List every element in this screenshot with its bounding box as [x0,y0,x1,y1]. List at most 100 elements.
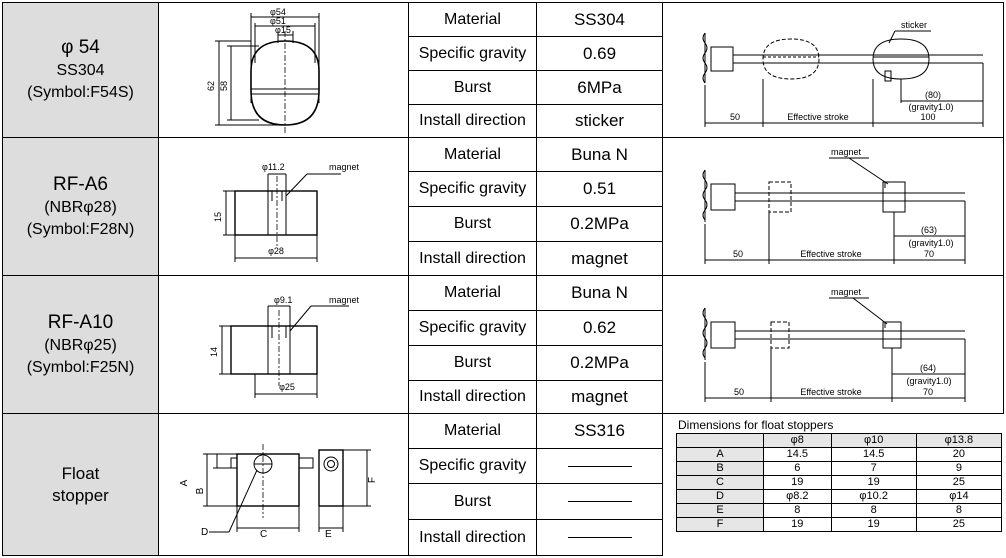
table-cell: 25 [915,475,1003,490]
label-material: Material [408,2,537,37]
float-symbol: (Symbol:F25N) [26,358,135,376]
row-label: D [676,489,764,504]
row-label: C [676,475,764,490]
dim-e-label: E [325,529,332,540]
value-install-direction: magnet [536,380,663,414]
install-effective-stroke: Effective stroke [800,249,861,259]
stopper-drawing-cell: A B C D E F [158,413,409,556]
dim-height: 15 [213,212,223,222]
float-name-cell: φ 54 SS304 (Symbol:F54S) [2,2,159,138]
value-material: SS316 [536,413,663,449]
value-install-direction: sticker [536,104,663,138]
dim-outer-diameter: φ54 [270,7,286,17]
table-cell: 25 [915,517,1003,532]
float-ball-drawing: φ54 φ51 φ15 62 58 [206,7,320,135]
row-label: B [676,461,764,476]
float-name: Float [61,463,100,483]
dim-hole-diameter: φ9.1 [274,295,292,305]
table-cell: φ8.2 [763,489,832,504]
float-material: SS304 [56,62,105,79]
table-cell: 8 [830,503,917,518]
label-install-direction: Install direction [408,380,537,414]
table-header: φ10 [830,433,917,448]
table-corner [676,433,764,448]
float-drawing-cell: φ54 φ51 φ15 62 58 [158,2,409,138]
install-gravity-note: (gravity1.0) [908,238,953,248]
install-gravity-note: (gravity1.0) [908,102,953,112]
install-gravity-note: (gravity1.0) [906,376,951,386]
label-specific-gravity: Specific gravity [408,171,537,207]
label-material: Material [408,413,537,449]
value-burst: 6MPa [536,70,663,105]
install-diagram-cell: magnet 50 Effective stroke 70 (64) (grav… [662,275,1004,414]
value-specific-gravity: 0.69 [536,36,663,71]
value-burst: 0.2MPa [536,206,663,242]
dim-f-label: F [367,477,378,483]
dim-a-label: A [179,479,190,486]
table-cell: 8 [915,503,1003,518]
label-material: Material [408,137,537,172]
dim-height-body: 58 [219,81,229,91]
dim-outer-diameter: φ25 [279,382,295,392]
install-end-dim: 70 [924,249,934,259]
value-specific-gravity: 0.51 [536,171,663,207]
table-cell: 20 [915,447,1003,462]
dim-c-label: C [260,529,267,540]
dash-mark [567,537,632,538]
float-symbol: (Symbol:F28N) [26,220,135,238]
install-end-dim: 70 [923,387,933,397]
dim-inner-diameter: φ51 [270,16,286,26]
row-label: F [676,517,764,532]
install-gap-dim: (80) [925,90,941,100]
float-symbol: (Symbol:F54S) [27,84,134,101]
install-left-dim: 50 [733,249,743,259]
dim-height: 14 [209,347,219,357]
table-cell: 7 [830,461,917,476]
float-drawing-cell: φ11.2 magnet 15 φ28 [158,137,409,276]
table-cell: 19 [763,475,832,490]
table-header: φ13.8 [915,433,1003,448]
float-name: RF-A10 [47,311,114,333]
table-header: φ8 [763,433,832,448]
label-burst: Burst [408,345,537,381]
value-specific-gravity: 0.62 [536,310,663,346]
install-diagram: sticker 50 Effective stroke 100 (80) (gr… [702,20,984,127]
install-gap-dim: (63) [921,225,937,235]
float-name-cell: RF-A10 (NBRφ25) (Symbol:F25N) [2,275,159,414]
label-install-direction: Install direction [408,519,537,556]
magnet-label: magnet [329,162,360,172]
float-name-cell: Float stopper [2,413,159,556]
float-cylinder-drawing: φ9.1 magnet 14 φ25 [209,295,360,398]
label-material: Material [408,275,537,311]
table-row: B 6 7 9 [676,461,1003,476]
install-diagram: magnet 50 Effective stroke 70 (64) (grav… [702,287,966,402]
table-row: F 19 19 25 [676,517,1003,532]
float-material: (NBRφ25) [44,336,117,354]
float-cylinder-drawing: φ11.2 magnet 15 φ28 [213,162,360,262]
value-specific-gravity-empty [536,448,663,484]
float-material: (NBRφ28) [44,198,117,216]
float-name-cell: RF-A6 (NBRφ28) (Symbol:F28N) [2,137,159,276]
table-cell: 8 [763,503,832,518]
magnet-label: magnet [329,295,360,305]
label-specific-gravity: Specific gravity [408,310,537,346]
label-burst: Burst [408,206,537,242]
float-name: RF-A6 [53,173,108,195]
value-burst-empty [536,483,663,520]
table-cell: 9 [915,461,1003,476]
table-cell: 14.5 [763,447,832,462]
label-install-direction: Install direction [408,104,537,138]
stopper-drawing: A B C D E F [179,444,378,540]
dim-d-label: D [201,527,208,538]
label-specific-gravity: Specific gravity [408,448,537,484]
label-install-direction: Install direction [408,241,537,276]
row-label: A [676,447,764,462]
table-cell: φ14 [915,489,1003,504]
dash-mark [567,501,632,502]
dim-height-total: 62 [206,81,216,91]
value-material: Buna N [536,137,663,172]
table-cell: 19 [830,517,917,532]
value-burst: 0.2MPa [536,345,663,381]
float-name-line2: stopper [52,485,109,505]
